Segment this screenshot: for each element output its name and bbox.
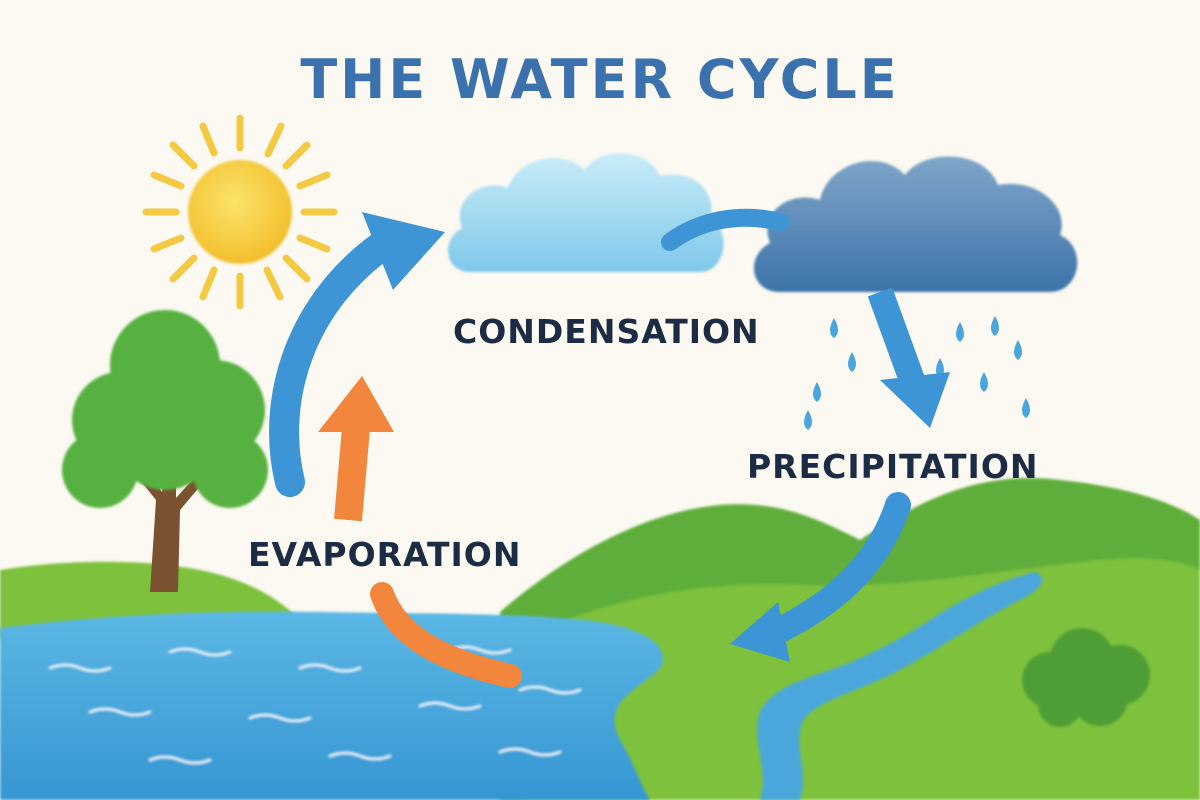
- bush-icon: [1022, 628, 1150, 727]
- evaporation-to-condensation-arrow: [269, 212, 445, 497]
- raindrop-icon: [804, 316, 1030, 430]
- precipitation-label: PRECIPITATION: [747, 447, 1039, 486]
- evaporation-arrow: [318, 376, 522, 688]
- condensation-to-rain-cloud-arrow: [661, 208, 789, 251]
- lake: [0, 611, 664, 800]
- condensation-label: CONDENSATION: [453, 312, 760, 351]
- rain-cloud-icon: [753, 156, 1078, 292]
- river-icon: [757, 572, 1043, 800]
- cloud-icon: [448, 153, 724, 272]
- evaporation-label: EVAPORATION: [248, 535, 522, 574]
- diagram-title: THE WATER CYCLE: [300, 48, 900, 111]
- precipitation-arrow: [867, 287, 950, 428]
- hills: [500, 478, 1200, 800]
- runoff-arrow: [730, 492, 911, 662]
- tree-icon: [62, 310, 268, 592]
- sun-icon: [142, 114, 338, 310]
